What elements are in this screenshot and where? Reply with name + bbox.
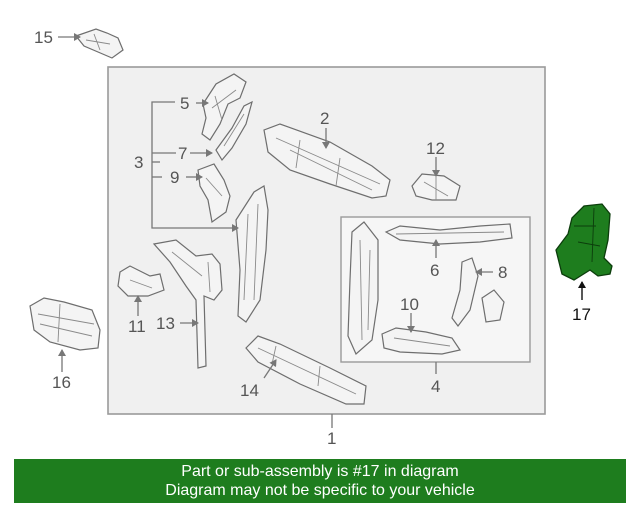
- part-2-shape[interactable]: [263, 123, 391, 199]
- callout-13: 13: [156, 314, 175, 333]
- part-12-shape[interactable]: [411, 173, 461, 201]
- callout-16: 16: [52, 373, 71, 392]
- part-10-shape[interactable]: [381, 327, 461, 355]
- callout-17: 17: [572, 305, 591, 324]
- part-5-shape[interactable]: [201, 73, 247, 141]
- callout-15: 15: [34, 28, 53, 47]
- callout-14: 14: [240, 381, 259, 400]
- callout-10: 10: [400, 295, 419, 314]
- callout-2: 2: [320, 109, 329, 128]
- callout-5: 5: [180, 94, 189, 113]
- parts-diagram: 15 5 7 9 3 2 12 6 8 10 11 13 14 16 4 1 1…: [29, 28, 613, 448]
- callout-1: 1: [327, 429, 336, 448]
- part-16-shape[interactable]: [29, 297, 101, 351]
- info-banner: Part or sub-assembly is #17 in diagram D…: [14, 459, 626, 503]
- part-8-shape[interactable]: [451, 257, 505, 327]
- part-4-vertical-shape[interactable]: [347, 221, 379, 355]
- part-15-shape[interactable]: [75, 28, 124, 59]
- callout-11: 11: [128, 317, 146, 336]
- banner-line-2: Diagram may not be specific to your vehi…: [165, 482, 475, 499]
- callout-7: 7: [178, 144, 187, 163]
- part-7-shape[interactable]: [215, 100, 253, 162]
- callout-3: 3: [134, 153, 143, 172]
- callout-8: 8: [498, 263, 507, 282]
- part-13-shape[interactable]: [152, 239, 223, 369]
- part-11-shape[interactable]: [117, 265, 165, 297]
- callout-6: 6: [430, 261, 439, 280]
- part-6-shape[interactable]: [384, 223, 513, 245]
- vertical-support-shape[interactable]: [235, 185, 269, 323]
- callout-12: 12: [426, 139, 445, 158]
- banner-line-1: Part or sub-assembly is #17 in diagram: [181, 463, 459, 480]
- part-9-shape[interactable]: [197, 163, 231, 224]
- callout-9: 9: [170, 168, 179, 187]
- callout-4: 4: [431, 377, 440, 396]
- part-17-shape[interactable]: [555, 203, 613, 281]
